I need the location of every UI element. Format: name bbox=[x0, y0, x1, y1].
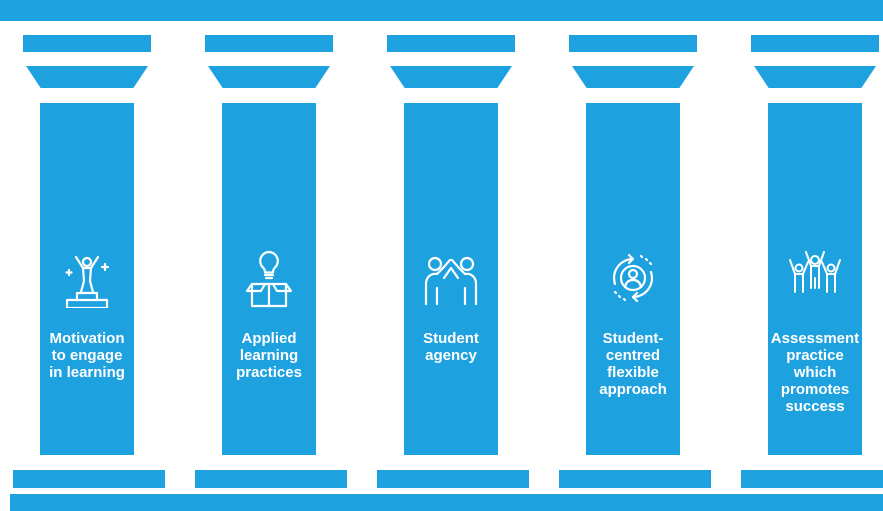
pillar-flexible-approach: Student- centred flexible approach bbox=[559, 0, 721, 490]
pillar-cap-slab bbox=[205, 35, 333, 52]
person-in-circular-arrows-icon bbox=[603, 245, 663, 311]
pillar-base bbox=[377, 470, 529, 488]
pillar-student-agency: Student agency bbox=[377, 0, 539, 490]
group-celebrating-icon bbox=[785, 245, 845, 311]
person-celebrating-on-podium-icon bbox=[57, 245, 117, 311]
pillar-base bbox=[13, 470, 165, 488]
pillar-applied-learning: Applied learning practices bbox=[195, 0, 357, 490]
pillar-motivation: Motivation to engage in learning bbox=[13, 0, 175, 490]
pillar-label: Assessment practice which promotes succe… bbox=[770, 330, 860, 415]
pillar-capital bbox=[390, 66, 512, 88]
pillar-label: Motivation to engage in learning bbox=[49, 330, 125, 381]
pillar-shaft bbox=[40, 103, 134, 455]
pillar-label: Student agency bbox=[423, 330, 479, 364]
pillar-capital bbox=[572, 66, 694, 88]
high-five-icon bbox=[421, 245, 481, 311]
pillar-capital bbox=[26, 66, 148, 88]
pillar-capital bbox=[754, 66, 876, 88]
stylobate-bottom-bar bbox=[10, 494, 883, 511]
pillar-label: Student- centred flexible approach bbox=[599, 330, 667, 398]
pillar-capital bbox=[208, 66, 330, 88]
pillar-cap-slab bbox=[387, 35, 515, 52]
pillar-cap-slab bbox=[23, 35, 151, 52]
pillar-cap-slab bbox=[751, 35, 879, 52]
pillar-shaft bbox=[404, 103, 498, 455]
entablature-top-bar bbox=[0, 0, 883, 21]
pillar-label: Applied learning practices bbox=[236, 330, 302, 381]
pillar-base bbox=[741, 470, 883, 488]
pillar-cap-slab bbox=[569, 35, 697, 52]
lightbulb-box-icon bbox=[239, 245, 299, 311]
pillar-base bbox=[559, 470, 711, 488]
pillar-base bbox=[195, 470, 347, 488]
pillar-assessment: Assessment practice which promotes succe… bbox=[741, 0, 883, 490]
